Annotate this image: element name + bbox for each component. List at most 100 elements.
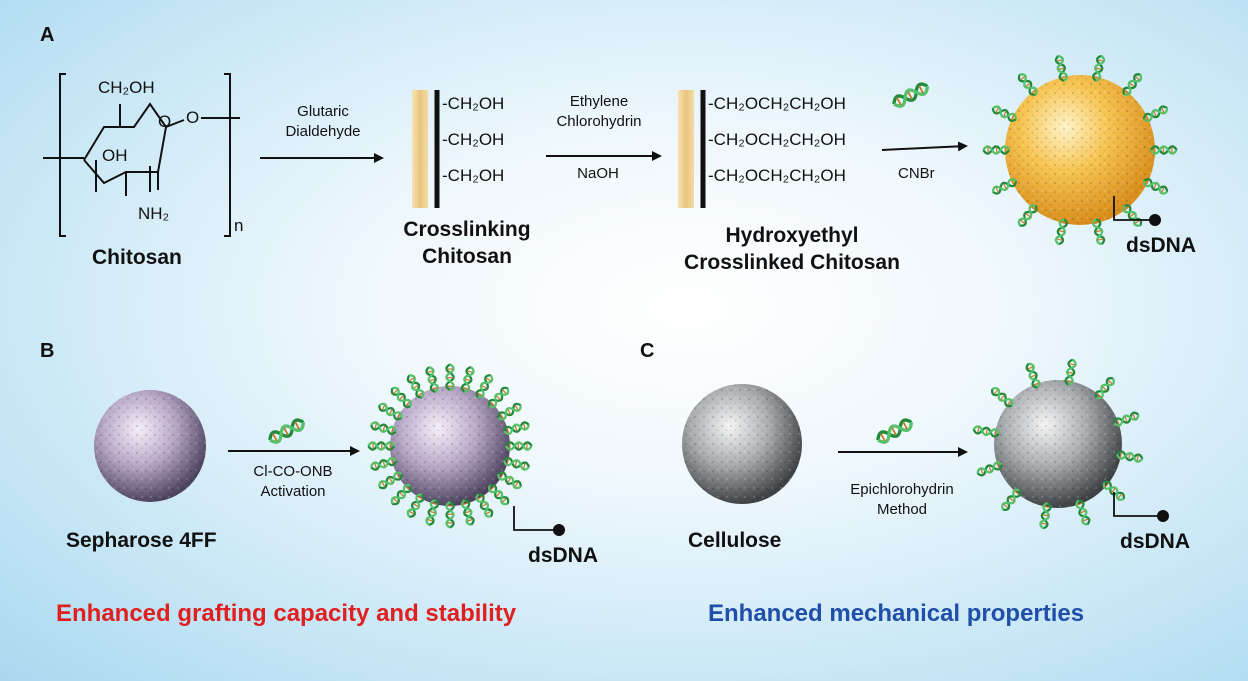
repeat-n-label: n (234, 216, 244, 235)
dna-strand-1-0 (504, 441, 533, 451)
dsdna-pointer-dot-a (1149, 214, 1161, 226)
hydroxyethyl-chitosan-label: Hydroxyethyl Crosslinked Chitosan (672, 222, 912, 276)
dna-strand-1-5 (459, 498, 476, 527)
dna-reagent-icon-c (873, 415, 916, 447)
crosslinking-line2: Chitosan (422, 245, 512, 268)
dna-strand-0-7 (982, 145, 1011, 155)
chitosan-label: Chitosan (92, 246, 182, 269)
dna-strand-2-2 (1074, 498, 1092, 527)
dna-strand-1-7 (424, 498, 441, 527)
hydroxy-matrix-strip (678, 90, 694, 208)
dna-reagent-icon-b (265, 415, 308, 447)
chitosan-structure (43, 73, 240, 237)
nh2-label: NH₂ (138, 204, 170, 223)
dna-strand-0-10 (1053, 53, 1069, 83)
dna-strand-1-10 (376, 469, 405, 492)
crosslinking-chitosan-label: Crosslinking Chitosan (382, 216, 552, 270)
dsdna-pointer-b (513, 506, 556, 531)
step-epichlorohydrin-label: Epichlorohydrin Method (824, 480, 980, 520)
crosslink-matrix-strip (412, 90, 428, 208)
dna-reagent-icon-a (889, 79, 932, 111)
step-ethylene-line1: Ethylene (569, 93, 629, 110)
dna-strand-2-7 (988, 385, 1016, 410)
dna-strand-0-3 (1091, 217, 1107, 247)
dna-strand-1-16 (404, 372, 427, 401)
step-naoh-label: NaOH (577, 165, 619, 182)
crosslink-group-3: -CH₂OH (442, 166, 505, 185)
dsdna-pointer-dot-c (1157, 510, 1169, 522)
panel-letter-a: A (40, 24, 55, 46)
ring-oxygen-label: O (158, 112, 172, 131)
hydroxyethyl-line2: Crosslinked Chitosan (684, 251, 900, 274)
arrow-cnbr (881, 141, 968, 152)
dsdna-pointer-dot-b (553, 524, 565, 536)
step-cnbr-label: CNBr (898, 165, 935, 182)
dna-strand-2-4 (999, 486, 1024, 514)
step-clcoonb-label: Cl-CO-ONB Activation (228, 462, 358, 502)
step-glutaric-line1: Glutaric (297, 103, 349, 120)
dna-strand-1-2 (495, 469, 524, 492)
step-clcoonb-line1: Cl-CO-ONB (253, 463, 333, 480)
step-glutaric-label: Glutaric Dialdehyde (268, 102, 378, 142)
chitosan-dsdna-bead (1005, 75, 1155, 225)
dna-strand-0-5 (1015, 202, 1040, 229)
dna-strand-0-9 (1015, 71, 1040, 98)
dsdna-pointer-a (1113, 196, 1152, 221)
dna-strand-2-0 (1115, 449, 1145, 464)
caption-grafting: Enhanced grafting capacity and stability (56, 600, 517, 627)
dna-strand-1-22 (495, 400, 524, 423)
step-glutaric-line2: Dialdehyde (285, 123, 361, 140)
dna-strand-0-2 (1120, 202, 1145, 229)
dna-strand-1-8 (404, 491, 427, 520)
dna-strand-2-9 (1063, 357, 1078, 387)
dna-strand-1-14 (376, 400, 405, 423)
hydroxy-group-1: -CH₂OCH₂CH₂OH (708, 94, 846, 113)
dna-strand-1-17 (424, 365, 441, 394)
dna-strand-1-6 (445, 500, 455, 529)
hydroxy-groups: -CH₂OCH₂CH₂OH -CH₂OCH₂CH₂OH -CH₂OCH₂CH₂O… (708, 86, 846, 194)
dna-strand-0-1 (1141, 176, 1170, 197)
caption-mechanical: Enhanced mechanical properties (708, 600, 1085, 627)
crosslinking-line1: Crosslinking (403, 218, 531, 241)
crosslink-group-1: -CH₂OH (442, 94, 505, 113)
dna-strand-0-13 (1141, 103, 1170, 124)
crosslink-group-2: -CH₂OH (442, 130, 505, 149)
sepharose-dsdna-bead (390, 386, 510, 506)
dna-strand-0-0 (1149, 145, 1178, 155)
panel-letter-b: B (40, 340, 55, 362)
cellulose-dsdna-bead (994, 380, 1122, 508)
dsdna-label-c: dsDNA (1120, 530, 1191, 553)
dna-strand-1-23 (502, 420, 531, 437)
step-epichlorohydrin-line2: Method (876, 501, 928, 518)
crosslink-groups: -CH₂OH -CH₂OH -CH₂OH (442, 86, 504, 194)
dna-strand-0-12 (1120, 71, 1145, 98)
dna-strand-1-13 (369, 420, 398, 437)
dna-strand-0-11 (1091, 53, 1107, 83)
cellulose-bead (682, 384, 802, 504)
dna-strand-1-11 (369, 455, 398, 472)
dna-strand-0-4 (1053, 217, 1069, 247)
link-oxygen-label: O (186, 108, 200, 127)
cellulose-label: Cellulose (688, 529, 782, 552)
step-clcoonb-line2: Activation (260, 483, 326, 500)
dna-strand-0-8 (990, 103, 1019, 124)
dna-strand-2-5 (975, 460, 1004, 478)
dna-strand-1-20 (473, 372, 496, 401)
sepharose-bead (94, 390, 206, 502)
ch2oh-label: CH₂OH (98, 78, 155, 97)
hydroxy-group-2: -CH₂OCH₂CH₂OH (708, 130, 846, 149)
hydroxy-group-3: -CH₂OCH₂CH₂OH (708, 166, 846, 185)
dna-strand-1-1 (502, 455, 531, 472)
step-epichlorohydrin-line1: Epichlorohydrin (850, 481, 954, 498)
oh-label: OH (102, 146, 128, 165)
dna-strand-1-19 (459, 365, 476, 394)
panel-letter-c: C (640, 340, 655, 362)
dna-strand-1-18 (445, 363, 455, 392)
dsdna-pointer-c (1113, 492, 1160, 517)
dna-strand-0-6 (990, 176, 1019, 197)
dna-strand-1-4 (473, 491, 496, 520)
hydroxyethyl-line1: Hydroxyethyl (725, 224, 859, 247)
dna-strand-2-10 (1092, 374, 1117, 402)
dna-strand-2-6 (971, 424, 1001, 439)
